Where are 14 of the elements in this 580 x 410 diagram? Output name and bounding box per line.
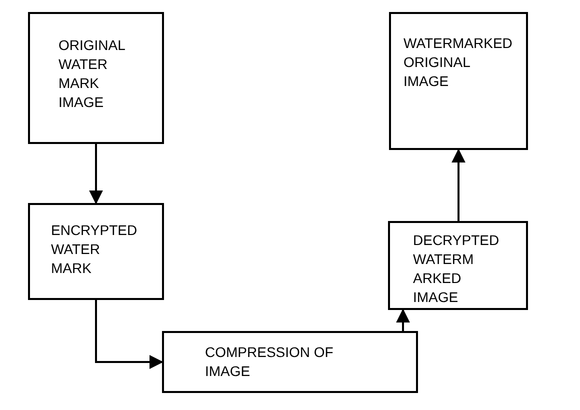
arrow — [452, 148, 466, 221]
arrow — [89, 144, 103, 204]
box-label: ENCRYPTED WATER MARK — [51, 221, 138, 278]
process-box — [28, 203, 164, 300]
process-box — [162, 331, 418, 393]
box-label: WATERMARKED ORIGINAL IMAGE — [404, 34, 514, 91]
arrow — [95, 300, 164, 369]
box-label: DECRYPTED WATERM ARKED IMAGE — [413, 231, 500, 307]
box-label: COMPRESSION OF IMAGE — [205, 343, 334, 381]
process-box — [28, 12, 164, 144]
box-label: ORIGINAL WATER MARK IMAGE — [58, 36, 126, 112]
arrow — [396, 308, 410, 331]
process-box — [388, 221, 528, 310]
process-box — [389, 12, 528, 150]
